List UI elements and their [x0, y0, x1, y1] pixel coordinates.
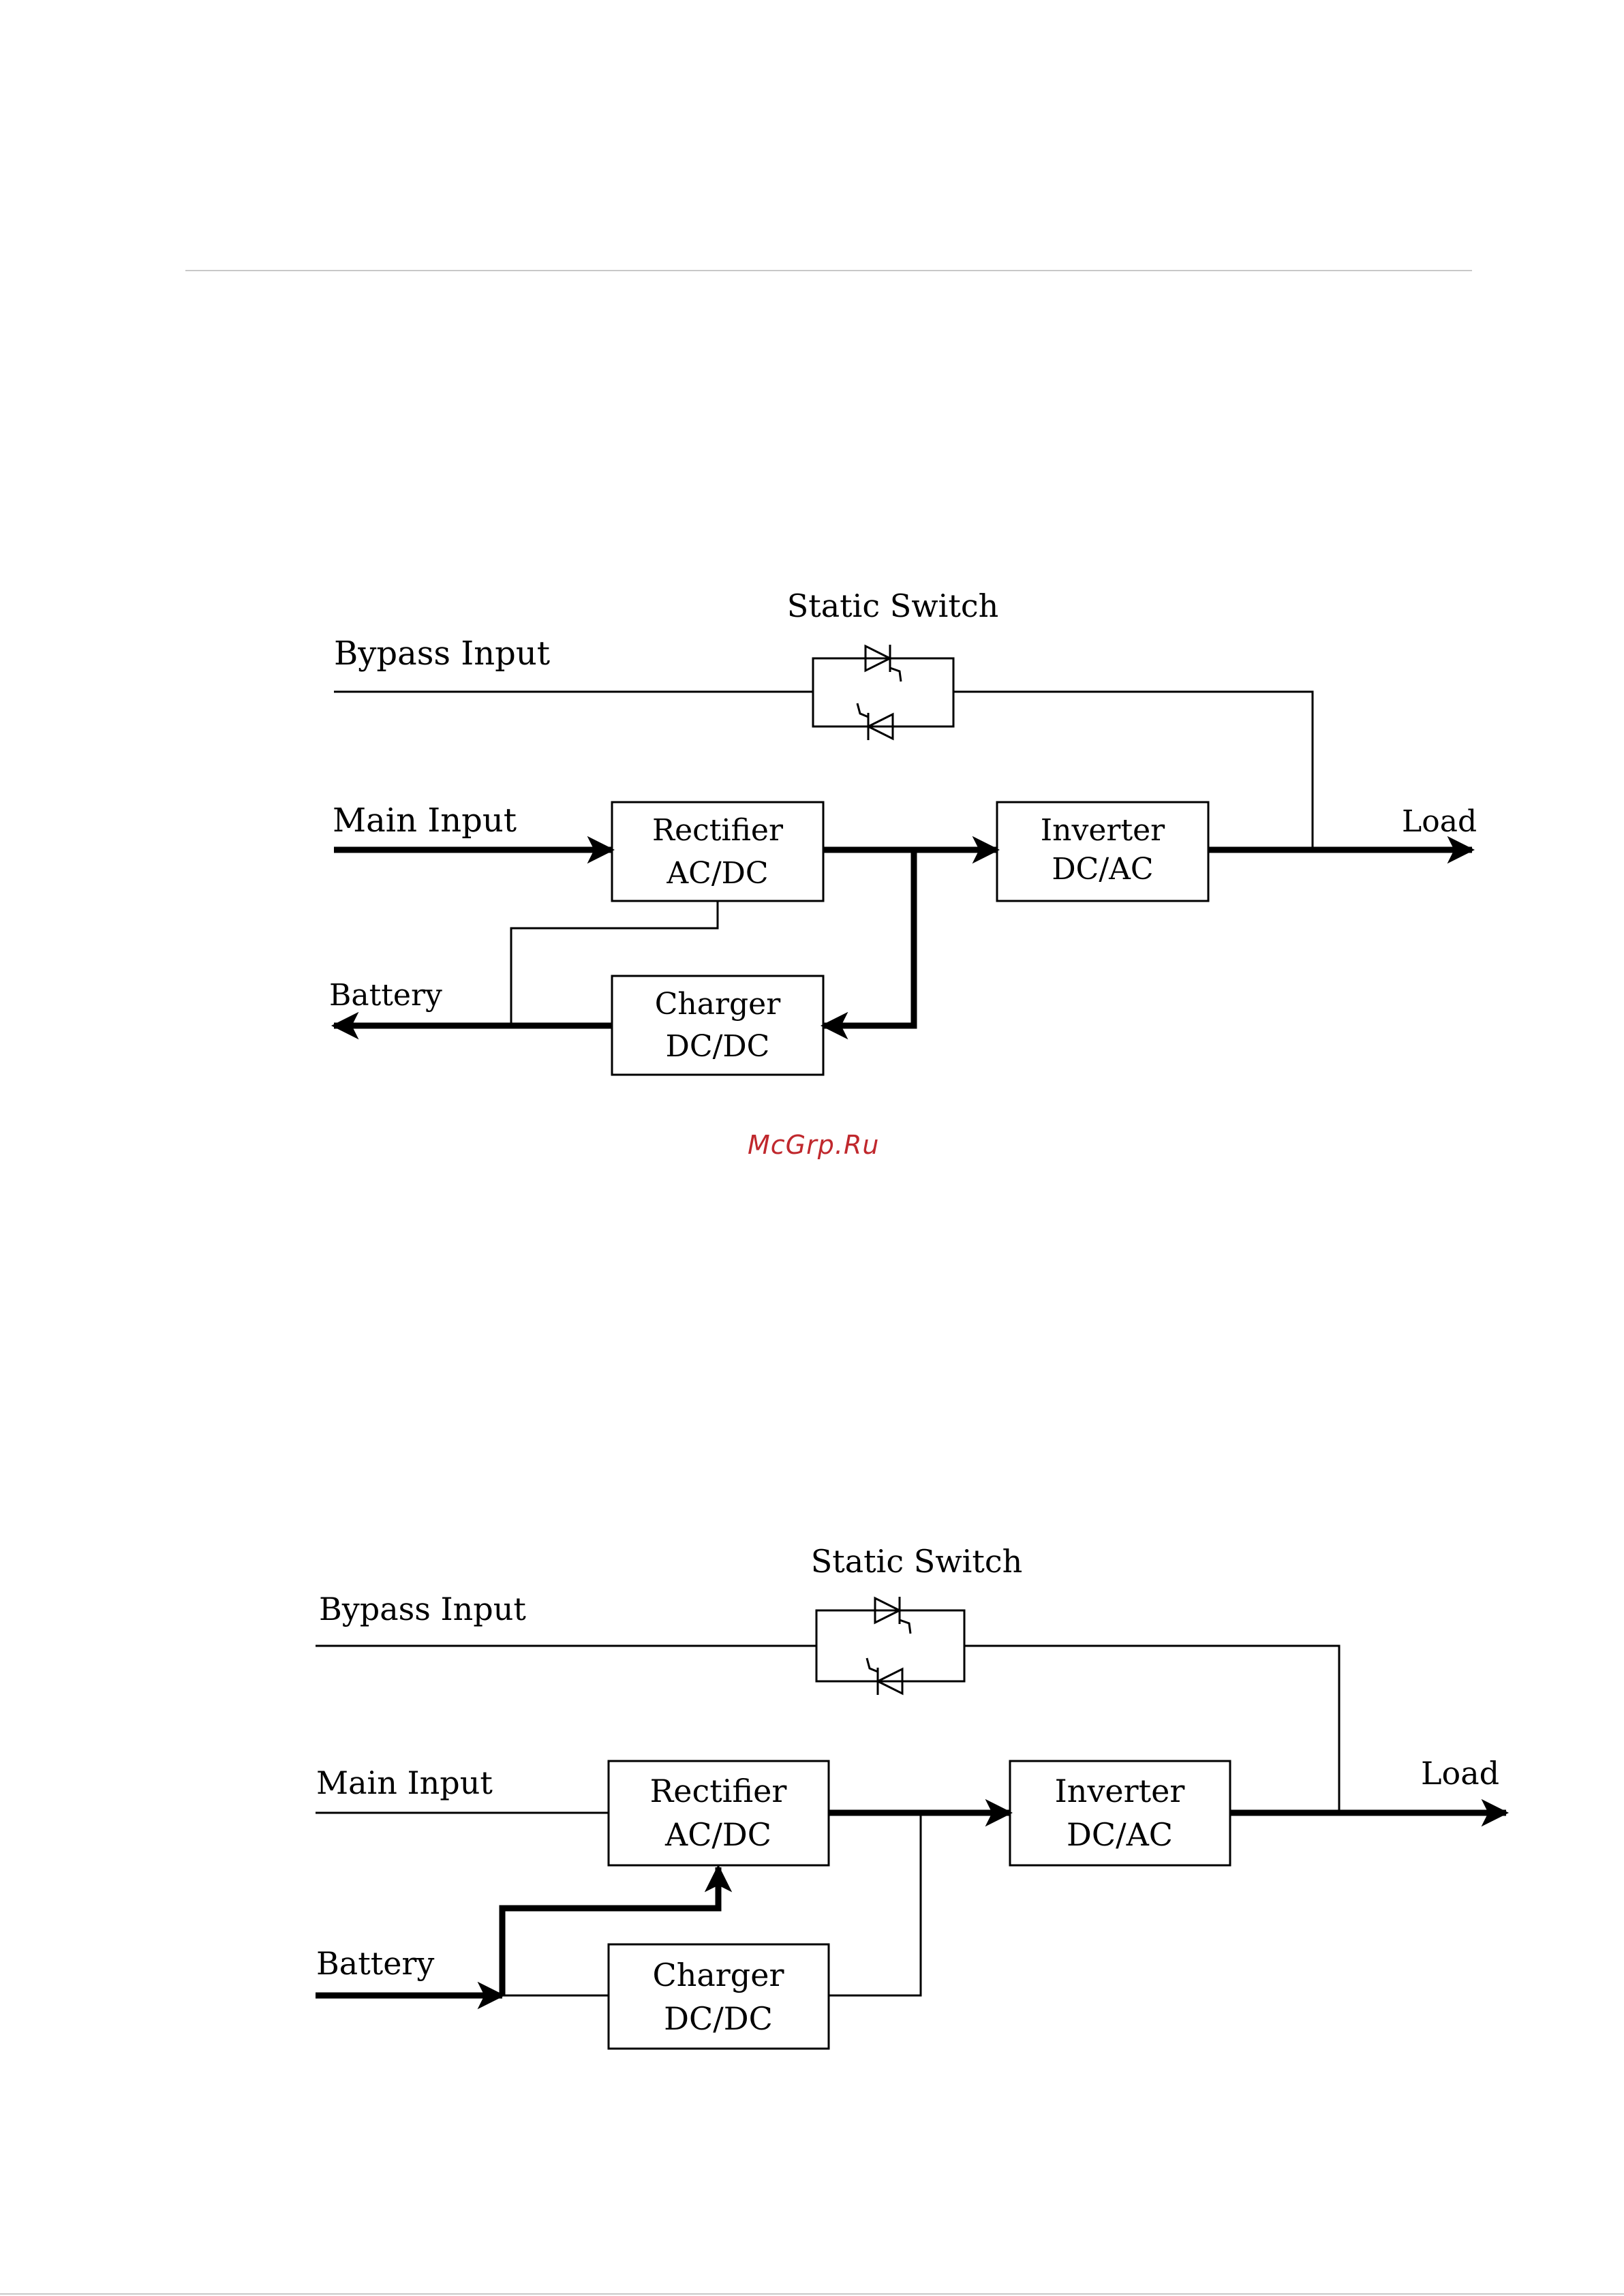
rectifier-block: Rectifier AC/DC	[612, 802, 823, 901]
rectifier-block: Rectifier AC/DC	[609, 1761, 829, 1865]
main-input-label: Main Input	[316, 1764, 493, 1801]
charger-sublabel: DC/DC	[664, 2000, 773, 2037]
bypass-input-label: Bypass Input	[334, 634, 550, 673]
inverter-sublabel: DC/AC	[1067, 1816, 1173, 1853]
inverter-label: Inverter	[1055, 1773, 1185, 1809]
inverter-label: Inverter	[1041, 813, 1165, 848]
charger-label: Charger	[655, 987, 781, 1022]
thyristor-icon	[813, 645, 901, 682]
watermark: McGrp.Ru	[748, 1130, 879, 1160]
inverter-block: Inverter DC/AC	[997, 802, 1208, 901]
bypass-input-label: Bypass Input	[319, 1591, 526, 1627]
inverter-sublabel: DC/AC	[1052, 852, 1153, 887]
thyristor-icon	[816, 1597, 910, 1634]
load-label: Load	[1402, 804, 1477, 839]
charger-block: Charger DC/DC	[609, 1944, 829, 2049]
static-switch-label: Static Switch	[787, 587, 998, 624]
static-switch	[816, 1597, 964, 1695]
rectifier-sublabel: AC/DC	[664, 1816, 771, 1853]
footer-rule	[0, 2293, 1624, 2295]
main-input-label: Main Input	[333, 801, 517, 840]
inverter-block: Inverter DC/AC	[1010, 1761, 1230, 1865]
battery-label: Battery	[329, 978, 442, 1013]
charger-feed-arrow	[823, 850, 914, 1026]
thyristor-icon	[857, 703, 893, 740]
rectifier-label: Rectifier	[650, 1773, 787, 1809]
thyristor-icon	[867, 1658, 902, 1695]
ups-diagram-normal-mode: Static Switch Bypass Input Main Input Ba…	[0, 559, 1624, 1206]
rectifier-label: Rectifier	[652, 813, 784, 848]
header-rule	[185, 270, 1472, 271]
charger-feed-line	[829, 1813, 921, 1995]
static-switch	[813, 645, 953, 740]
load-label: Load	[1421, 1755, 1499, 1792]
static-switch-label: Static Switch	[811, 1543, 1022, 1580]
ups-diagram-battery-mode: Static Switch Bypass Input Main Input Ba…	[0, 1520, 1624, 2099]
rectifier-sublabel: AC/DC	[666, 856, 768, 891]
charger-label: Charger	[653, 1957, 784, 1993]
battery-label: Battery	[316, 1945, 434, 1982]
charger-block: Charger DC/DC	[612, 976, 823, 1075]
charger-sublabel: DC/DC	[666, 1029, 770, 1064]
